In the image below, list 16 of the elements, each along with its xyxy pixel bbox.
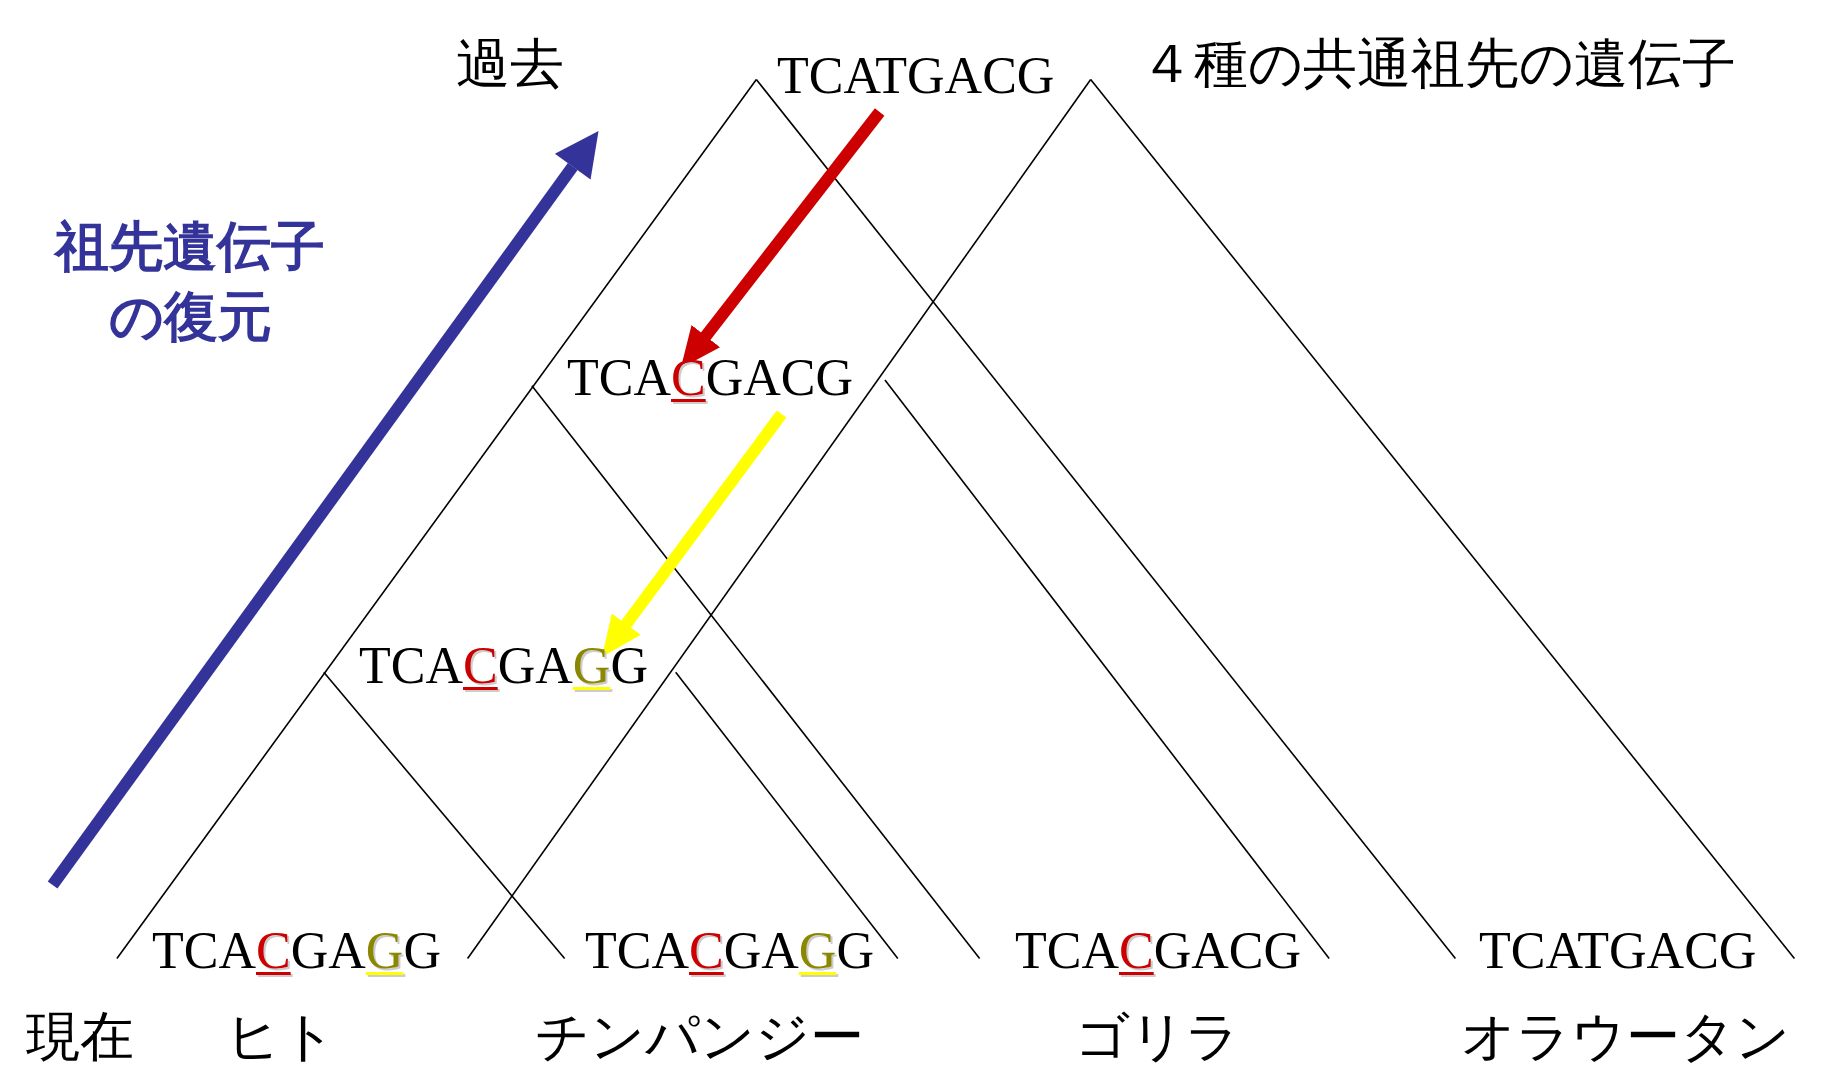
dna-sequence: TCACGACG — [1015, 925, 1302, 977]
species-name: オラウータン — [1461, 1005, 1790, 1070]
dna-sequence: TCACGACG — [567, 352, 854, 404]
arrow — [602, 410, 787, 657]
dna-sequence: TCATGACG — [1479, 925, 1757, 977]
dna-sequence: TCATGACG — [777, 50, 1055, 102]
annotation-text: 現在 — [26, 1005, 134, 1070]
annotation-text: 祖先遺伝子の復元 — [52, 214, 326, 351]
species-name: ゴリラ — [1075, 1005, 1240, 1070]
species-name: チンパンジー — [535, 1005, 864, 1070]
species-name: ヒト — [226, 1005, 336, 1070]
dna-sequence: TCACGAGG — [359, 640, 648, 692]
dna-sequence: TCACGAGG — [152, 925, 441, 977]
dna-sequence: TCACGAGG — [585, 925, 874, 977]
annotation-text: 過去 — [456, 32, 564, 97]
annotation-text: ４種の共通祖先の遺伝子 — [1140, 32, 1736, 97]
